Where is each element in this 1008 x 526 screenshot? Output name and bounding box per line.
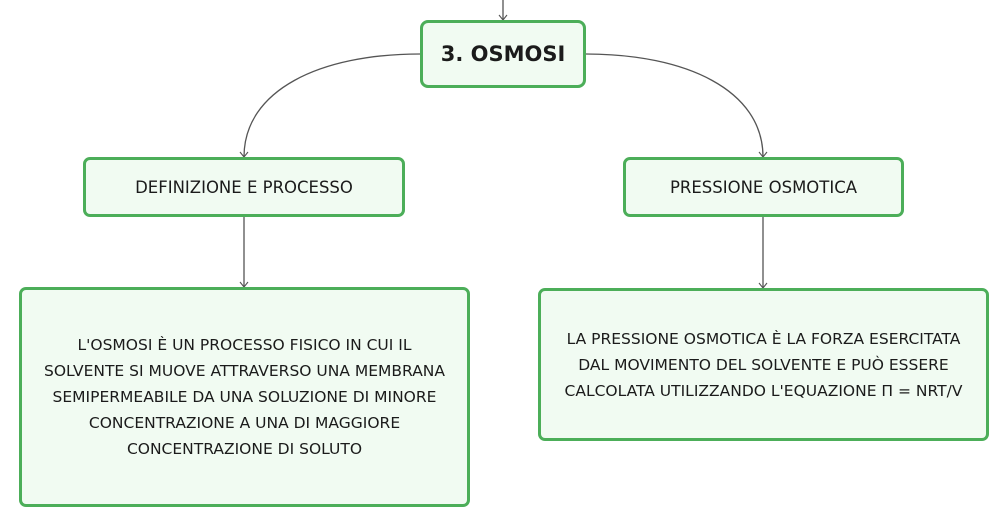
branch-node-label: PRESSIONE OSMOTICA — [669, 177, 858, 197]
connector-root-to-pressione — [585, 53, 764, 158]
branch-node-pressione[interactable]: PRESSIONE OSMOTICA — [623, 157, 904, 217]
connector-root-to-definizione — [243, 53, 421, 158]
detail-node-definizione[interactable]: L'OSMOSI È UN PROCESSO FISICO IN CUI IL … — [19, 287, 470, 507]
detail-node-text: LA PRESSIONE OSMOTICA È LA FORZA ESERCIT… — [564, 329, 963, 400]
branch-node-definizione[interactable]: DEFINIZIONE E PROCESSO — [83, 157, 405, 217]
detail-node-pressione[interactable]: LA PRESSIONE OSMOTICA È LA FORZA ESERCIT… — [538, 288, 989, 441]
root-node[interactable]: 3. OSMOSI — [420, 20, 586, 88]
detail-node-text: L'OSMOSI È UN PROCESSO FISICO IN CUI IL … — [44, 336, 445, 458]
root-node-label: 3. OSMOSI — [440, 42, 566, 66]
branch-node-label: DEFINIZIONE E PROCESSO — [135, 177, 353, 197]
